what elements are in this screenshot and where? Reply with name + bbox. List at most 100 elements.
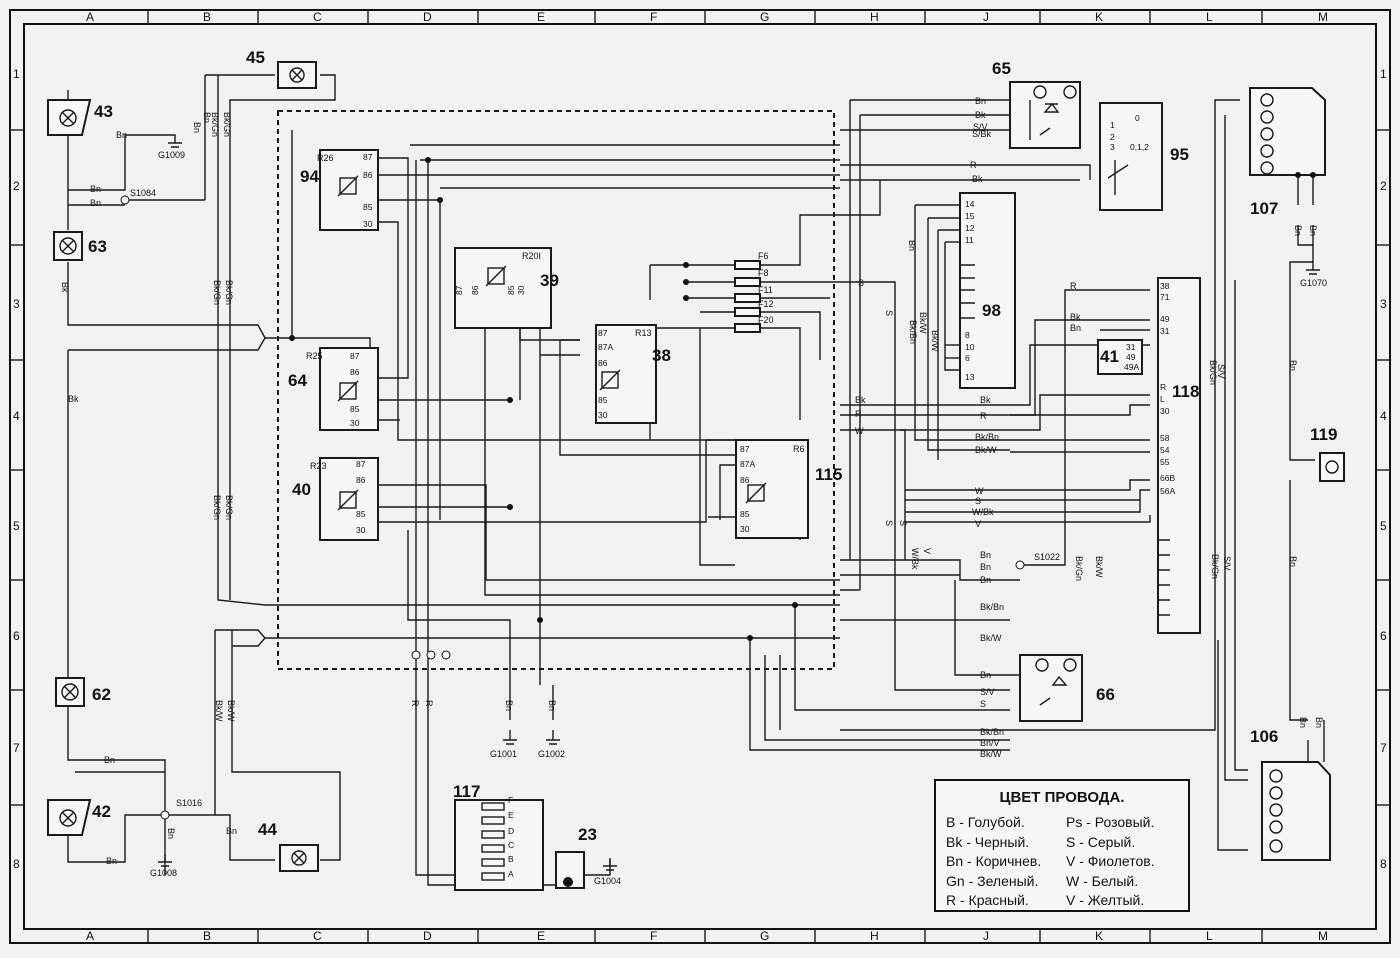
- wire-label: W/Bk: [910, 548, 920, 570]
- relay-pin-label: 30: [740, 524, 750, 534]
- relay-pin-label: 30: [516, 285, 526, 295]
- lamp-106-icons: [1269, 769, 1283, 853]
- grid-column-label: C: [313, 929, 322, 943]
- grid-column-label: E: [537, 10, 545, 24]
- fuse-label: F12: [758, 299, 774, 309]
- wire-label: Bn: [1070, 323, 1081, 333]
- wire-label: Bn: [980, 550, 991, 560]
- module-118-pin: 38: [1160, 281, 1170, 291]
- grid-column-label: L: [1206, 10, 1213, 24]
- lamp-44-icon: [291, 850, 307, 866]
- legend-item: R - Красный.: [946, 892, 1029, 908]
- wires: [67, 74, 1325, 886]
- fuse-117-label: E: [508, 810, 514, 820]
- lamp-45-body: [277, 61, 317, 89]
- grid-row-label: 3: [13, 297, 20, 311]
- wire-label: S/V: [1216, 364, 1226, 379]
- lamp-106-body: [1261, 761, 1331, 861]
- relay-pin-label: 30: [350, 418, 360, 428]
- wire-label: Bk/W: [980, 633, 1002, 643]
- grid-column-label: A: [86, 929, 94, 943]
- relay-box-outline: [277, 110, 835, 670]
- component-number-95: 95: [1170, 145, 1189, 164]
- module-118-pin: 56A: [1160, 486, 1175, 496]
- wire-label: Bn: [90, 198, 101, 208]
- ground-label: G1004: [594, 876, 621, 886]
- component-number-43: 43: [94, 102, 113, 121]
- grid-column-label: H: [870, 929, 879, 943]
- wire-label: Bk: [855, 395, 866, 405]
- wire-label: Bk/Bn: [908, 320, 918, 344]
- switch-95-pin: 0,1,2: [1130, 142, 1149, 152]
- legend-item: B - Голубой.: [946, 814, 1025, 830]
- grid-row-label: 3: [1380, 297, 1387, 311]
- component-number-64: 64: [288, 371, 307, 390]
- wire-label: Bn: [226, 826, 237, 836]
- wire-label: Bn: [975, 96, 986, 106]
- grid-row-label: 1: [1380, 67, 1387, 81]
- wire-label: Bk: [60, 282, 70, 293]
- fuse-117-label: F: [508, 795, 513, 805]
- wire-label: Bk/Bn: [980, 602, 1004, 612]
- grid-row-label: 4: [1380, 409, 1387, 423]
- relay-pin-label: 30: [598, 410, 608, 420]
- grid-column-label: J: [983, 10, 989, 24]
- relay-pin-label: 87: [454, 285, 464, 295]
- module-98-pin: 13: [965, 372, 975, 382]
- relay-pin-label: 85: [356, 509, 366, 519]
- wire-label: R: [424, 700, 434, 707]
- fuse-block-117-fuses: [481, 802, 505, 881]
- module-118-pin: 58: [1160, 433, 1170, 443]
- relay-coil-icons: [337, 175, 767, 511]
- inner-frame: [23, 23, 1377, 930]
- component-number-39: 39: [540, 271, 559, 290]
- module-98-pin: 11: [965, 235, 974, 245]
- wire-label: Bk/W: [226, 700, 236, 722]
- wire-label: Bk: [980, 395, 991, 405]
- grid-column-label: F: [650, 10, 657, 24]
- lamp-45-icon: [289, 67, 305, 83]
- fuse-117-label: B: [508, 854, 514, 864]
- relay-pin-label: 86: [350, 367, 360, 377]
- grid-column-label: L: [1206, 929, 1213, 943]
- fuse-label: F6: [758, 251, 769, 261]
- wire-label: R: [1070, 281, 1077, 291]
- grid-row-label: 2: [1380, 179, 1387, 193]
- wire-label: R: [970, 160, 977, 170]
- wire-label: Bn: [104, 755, 115, 765]
- module-98-pin: 14: [965, 199, 975, 209]
- lamp-42-icon: [59, 809, 77, 827]
- grid-row-label: 8: [13, 857, 20, 871]
- component-number-40: 40: [292, 480, 311, 499]
- relay-pin-label: 85: [740, 509, 750, 519]
- grid-column-label: C: [313, 10, 322, 24]
- legend-item: Bk - Черный.: [946, 833, 1030, 850]
- legend-left-column: B - Голубой. Bk - Черный. Bn - Коричнев.…: [946, 813, 1041, 911]
- relay-label: R23: [310, 461, 327, 471]
- module-118-pin: 55: [1160, 457, 1170, 467]
- wire-label: Bk/W: [214, 700, 224, 722]
- grid-column-label: K: [1095, 10, 1103, 24]
- wire-color-legend: ЦВЕТ ПРОВОДА. B - Голубой. Bk - Черный. …: [934, 779, 1190, 912]
- relay-label: R6: [793, 444, 805, 454]
- wire-label: W: [855, 426, 864, 436]
- component-number-117: 117: [453, 782, 480, 801]
- grid-column-label: G: [760, 929, 769, 943]
- wire-label: Bn: [116, 130, 127, 140]
- relay-pin-label: 87: [356, 459, 366, 469]
- wire-label: Bk: [975, 110, 986, 120]
- grid-column-label: B: [203, 10, 211, 24]
- wire-label: Bk/W: [930, 330, 940, 352]
- wire-label: Bn: [980, 670, 991, 680]
- grid-row-label: 5: [13, 519, 20, 533]
- ground-label: G1002: [538, 749, 565, 759]
- relay-pin-label: 87: [363, 152, 373, 162]
- wire-label: Bk/Bn: [975, 432, 999, 442]
- wire-label: Bk/Gn: [212, 280, 222, 305]
- wire-label: Bk/W: [980, 749, 1002, 759]
- wire-label: Bk/Gn: [1074, 556, 1084, 581]
- component-number-38: 38: [652, 346, 671, 365]
- wire-label: R: [855, 409, 862, 419]
- grid-row-label: 8: [1380, 857, 1387, 871]
